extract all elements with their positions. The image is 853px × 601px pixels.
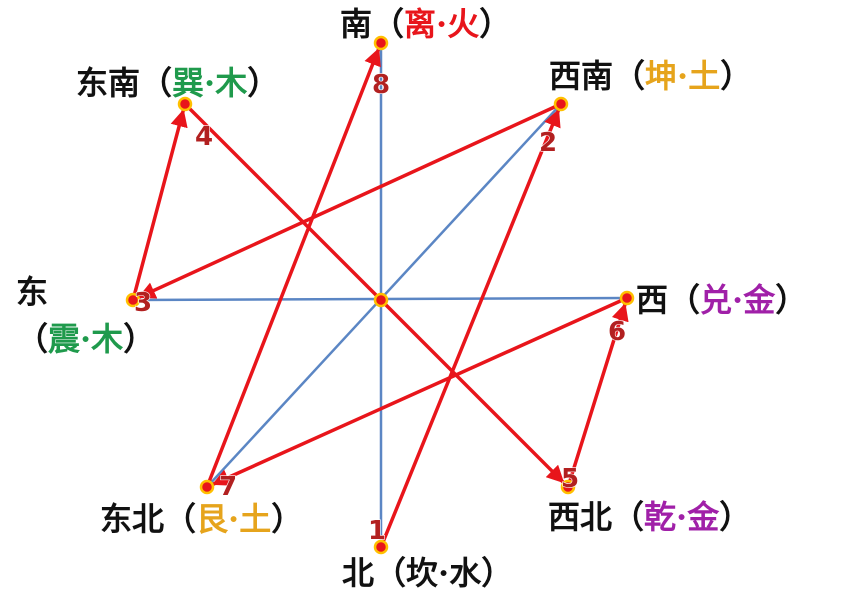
dot-southwest	[553, 96, 569, 112]
label-north: 北（坎·水）	[342, 554, 513, 592]
number-northeast: 7	[219, 472, 237, 502]
dot-northwest	[560, 479, 576, 495]
number-east: 3	[134, 288, 152, 318]
label-east-trigram: （震·木）	[16, 320, 155, 358]
position-numbers: 8 4 2 3 6 7 5 1	[133, 69, 626, 546]
separator-dot: ·	[732, 281, 743, 319]
flight-arrow-northeast-to-south	[205, 47, 381, 489]
dot-southeast	[177, 96, 193, 112]
element-text: 木	[214, 64, 247, 102]
separator-dot: ·	[228, 500, 239, 538]
open-paren: （	[613, 57, 645, 95]
element-text: 土	[688, 57, 720, 95]
dot-north	[373, 539, 389, 555]
element-text: 金	[742, 281, 776, 319]
separator-dot: ·	[677, 57, 688, 95]
open-paren: （	[374, 554, 406, 592]
direction-text: 东	[16, 273, 48, 311]
separator-dot: ·	[80, 320, 91, 358]
flight-arrow-southwest-to-east	[137, 102, 563, 299]
close-paren: ）	[481, 554, 513, 592]
open-paren: （	[16, 320, 48, 358]
number-west: 6	[608, 317, 626, 347]
flight-arrow-southeast-to-northwest	[183, 102, 565, 484]
label-northeast: 东北（艮·土）	[100, 500, 303, 538]
direction-text: 西南	[549, 57, 613, 95]
direction-text: 西北	[548, 498, 612, 536]
direction-text: 北	[342, 554, 374, 592]
element-text: 水	[449, 554, 482, 592]
number-south: 8	[372, 70, 390, 100]
dot-south	[373, 35, 389, 51]
label-south: 南（离·火）	[340, 5, 511, 43]
trigram-text: 兑	[700, 281, 732, 319]
open-paren: （	[668, 281, 700, 319]
separator-dot: ·	[204, 64, 215, 102]
separator-dot: ·	[436, 5, 447, 43]
direction-text: 南	[340, 5, 372, 43]
label-northwest: 西北（乾·金）	[548, 498, 751, 536]
direction-text: 东北	[100, 500, 164, 538]
close-paren: ）	[123, 320, 155, 358]
open-paren: （	[164, 500, 196, 538]
flight-arrow-west-to-northeast	[211, 296, 629, 486]
label-southwest: 西南（坤·土）	[549, 57, 752, 95]
trigram-text: 震	[48, 320, 81, 358]
trigram-text: 艮	[196, 500, 229, 538]
position-dots	[125, 35, 635, 555]
flight-path	[131, 47, 629, 549]
close-paren: ）	[775, 281, 807, 319]
separator-dot: ·	[676, 498, 687, 536]
trigram-text: 离	[404, 5, 436, 43]
trigram-text: 乾	[644, 498, 676, 536]
separator-dot: ·	[438, 554, 449, 592]
flight-arrow-northwest-to-west	[566, 302, 629, 489]
dot-west	[619, 290, 635, 306]
flight-arrow-east-to-southeast	[131, 109, 188, 302]
close-paren: ）	[720, 57, 752, 95]
open-paren: （	[612, 498, 644, 536]
open-paren: （	[372, 5, 404, 43]
trigram-text: 巽	[172, 64, 204, 102]
trigram-text: 坤	[645, 57, 677, 95]
close-paren: ）	[247, 64, 279, 102]
element-text: 木	[90, 320, 123, 358]
position-labels: 南（离·火）东南（巽·木）西南（坤·土）东（震·木）西（兑·金）东北（艮·土）西…	[16, 5, 807, 592]
dot-northeast	[199, 479, 215, 495]
element-text: 金	[686, 498, 720, 536]
label-southeast: 东南（巽·木）	[76, 64, 279, 102]
close-paren: ）	[719, 498, 751, 536]
element-text: 火	[447, 5, 479, 43]
number-southwest: 2	[539, 128, 557, 158]
number-southeast: 4	[195, 122, 213, 152]
number-north: 1	[368, 516, 386, 546]
dot-center	[373, 292, 389, 308]
close-paren: ）	[271, 500, 303, 538]
trigram-text: 坎	[406, 554, 438, 592]
flight-arrow-north-to-southwest	[379, 108, 561, 549]
label-east-direction: 东	[16, 273, 48, 311]
dot-east	[125, 292, 141, 308]
close-paren: ）	[479, 5, 511, 43]
element-text: 土	[239, 500, 271, 538]
direction-text: 东南	[76, 64, 140, 102]
number-northwest: 5	[561, 464, 579, 494]
open-paren: （	[140, 64, 172, 102]
label-west: 西（兑·金）	[636, 281, 807, 319]
direction-text: 西	[636, 281, 668, 319]
